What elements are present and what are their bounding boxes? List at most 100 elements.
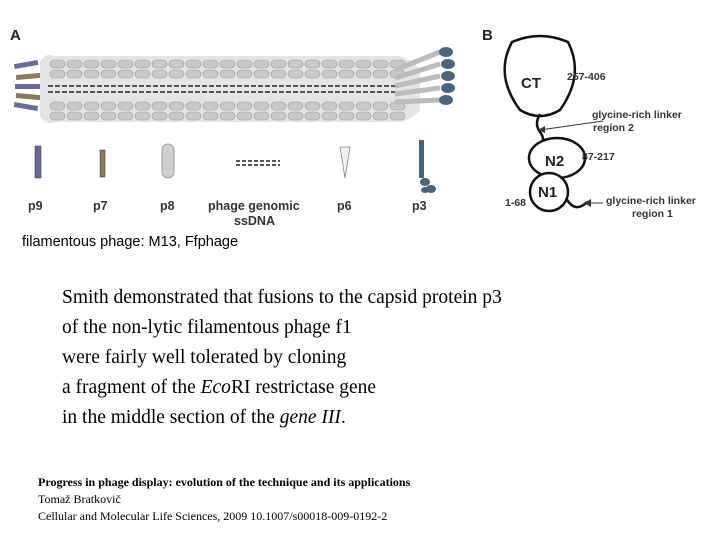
coat-subunit [355, 69, 372, 79]
coat-subunit [321, 111, 338, 121]
main-text-block: Smith demonstrated that fusions to the c… [62, 283, 502, 433]
main-text-line-1: Smith demonstrated that fusions to the c… [62, 287, 502, 308]
label-p6: p6 [337, 199, 352, 213]
coat-subunit [202, 69, 219, 79]
domain-label-ct: CT [521, 75, 541, 92]
label-p3: p3 [412, 199, 427, 213]
coat-subunit [287, 59, 304, 69]
coat-subunit [168, 101, 185, 111]
main-text-line-4: a fragment of the EcoRI restrictase gene [62, 373, 502, 403]
coat-subunit [236, 59, 253, 69]
label-p7: p7 [93, 199, 108, 213]
coat-subunit [83, 69, 100, 79]
main-text-line-5: in the middle section of the gene III. [62, 403, 502, 433]
coat-subunit [168, 69, 185, 79]
coat-subunit [100, 111, 117, 121]
coat-subunit [83, 101, 100, 111]
coat-subunit [151, 69, 168, 79]
coat-subunit [372, 69, 389, 79]
coat-subunit [66, 111, 83, 121]
coat-subunit [83, 111, 100, 121]
coat-subunit [49, 111, 66, 121]
coat-subunit [151, 59, 168, 69]
n1-domain-shape [528, 171, 570, 213]
coat-subunit [219, 69, 236, 79]
coat-subunit [151, 111, 168, 121]
phage-right-tip [394, 47, 455, 105]
coat-subunit [219, 111, 236, 121]
p8-protein-icon [161, 143, 175, 179]
coat-subunit [270, 111, 287, 121]
annotation-n2-range: 87-217 [582, 151, 615, 163]
reference-block: Progress in phage display: evolution of … [38, 474, 410, 525]
coat-subunit [321, 69, 338, 79]
coat-subunit [219, 59, 236, 69]
coat-subunit [355, 111, 372, 121]
coat-subunit [270, 59, 287, 69]
reference-journal: Cellular and Molecular Life Sciences, 20… [38, 509, 388, 523]
coat-subunit [134, 59, 151, 69]
coat-subunit [253, 59, 270, 69]
coat-subunit [134, 101, 151, 111]
coat-subunit [168, 111, 185, 121]
coat-subunit [117, 101, 134, 111]
panel-a-letter: A [10, 27, 21, 44]
coat-subunit [253, 69, 270, 79]
phage-coat-body [40, 54, 420, 124]
ecori-italic: Eco [200, 377, 231, 398]
coat-subunit [202, 101, 219, 111]
coat-subunit [49, 59, 66, 69]
coat-subunit [66, 59, 83, 69]
main-text-line-2: of the non-lytic filamentous phage f1 [62, 317, 352, 338]
coat-subunit [134, 111, 151, 121]
label-p9: p9 [28, 199, 43, 213]
coat-subunit [100, 101, 117, 111]
coat-subunit [151, 101, 168, 111]
coat-subunit [304, 101, 321, 111]
main-text-line-5-post: . [340, 407, 346, 428]
coat-subunit [49, 101, 66, 111]
gene-iii-italic: gene III [279, 407, 341, 428]
coat-subunit [270, 69, 287, 79]
annotation-linker2-line2: region 2 [593, 122, 634, 134]
coat-subunit [304, 69, 321, 79]
coat-subunit [185, 111, 202, 121]
main-text-line-4-pre: a fragment of the [62, 377, 201, 398]
coat-subunit [304, 59, 321, 69]
coat-subunit [66, 69, 83, 79]
annotation-linker1-line1: glycine-rich linker [606, 195, 696, 207]
coat-subunit [66, 101, 83, 111]
coat-subunit [49, 69, 66, 79]
label-p8: p8 [160, 199, 175, 213]
coat-subunit [185, 69, 202, 79]
main-text-line-3: were fairly well tolerated by cloning [62, 347, 347, 368]
coat-subunit [338, 69, 355, 79]
arrow-head-linker-2 [538, 126, 545, 133]
coat-subunit [338, 101, 355, 111]
reference-author: Tomaž Bratkovič [38, 492, 121, 506]
p9-protein-icon [34, 145, 42, 179]
coat-subunit [355, 59, 372, 69]
phage-left-tip [13, 59, 43, 112]
p7-protein-icon [99, 149, 106, 178]
label-ssdna: ssDNA [234, 214, 275, 228]
coat-subunit [287, 101, 304, 111]
coat-subunit [219, 101, 236, 111]
p3-protein-icon [419, 140, 436, 193]
phage-figure: A [10, 27, 696, 228]
coat-subunit [321, 101, 338, 111]
domain-label-n2: N2 [545, 153, 564, 170]
figure-caption: filamentous phage: M13, Ffphage [22, 234, 239, 250]
coat-subunit [389, 111, 406, 121]
coat-subunit [236, 111, 253, 121]
linker-1-line [564, 197, 588, 209]
coat-subunit [287, 69, 304, 79]
coat-subunit [134, 69, 151, 79]
coat-subunit [338, 59, 355, 69]
coat-subunit [253, 111, 270, 121]
coat-subunit [185, 59, 202, 69]
coat-subunit [185, 101, 202, 111]
annotation-linker1-line2: region 1 [632, 208, 673, 220]
coat-subunit [236, 101, 253, 111]
main-text-line-4-post: RI restrictase gene [230, 377, 377, 398]
